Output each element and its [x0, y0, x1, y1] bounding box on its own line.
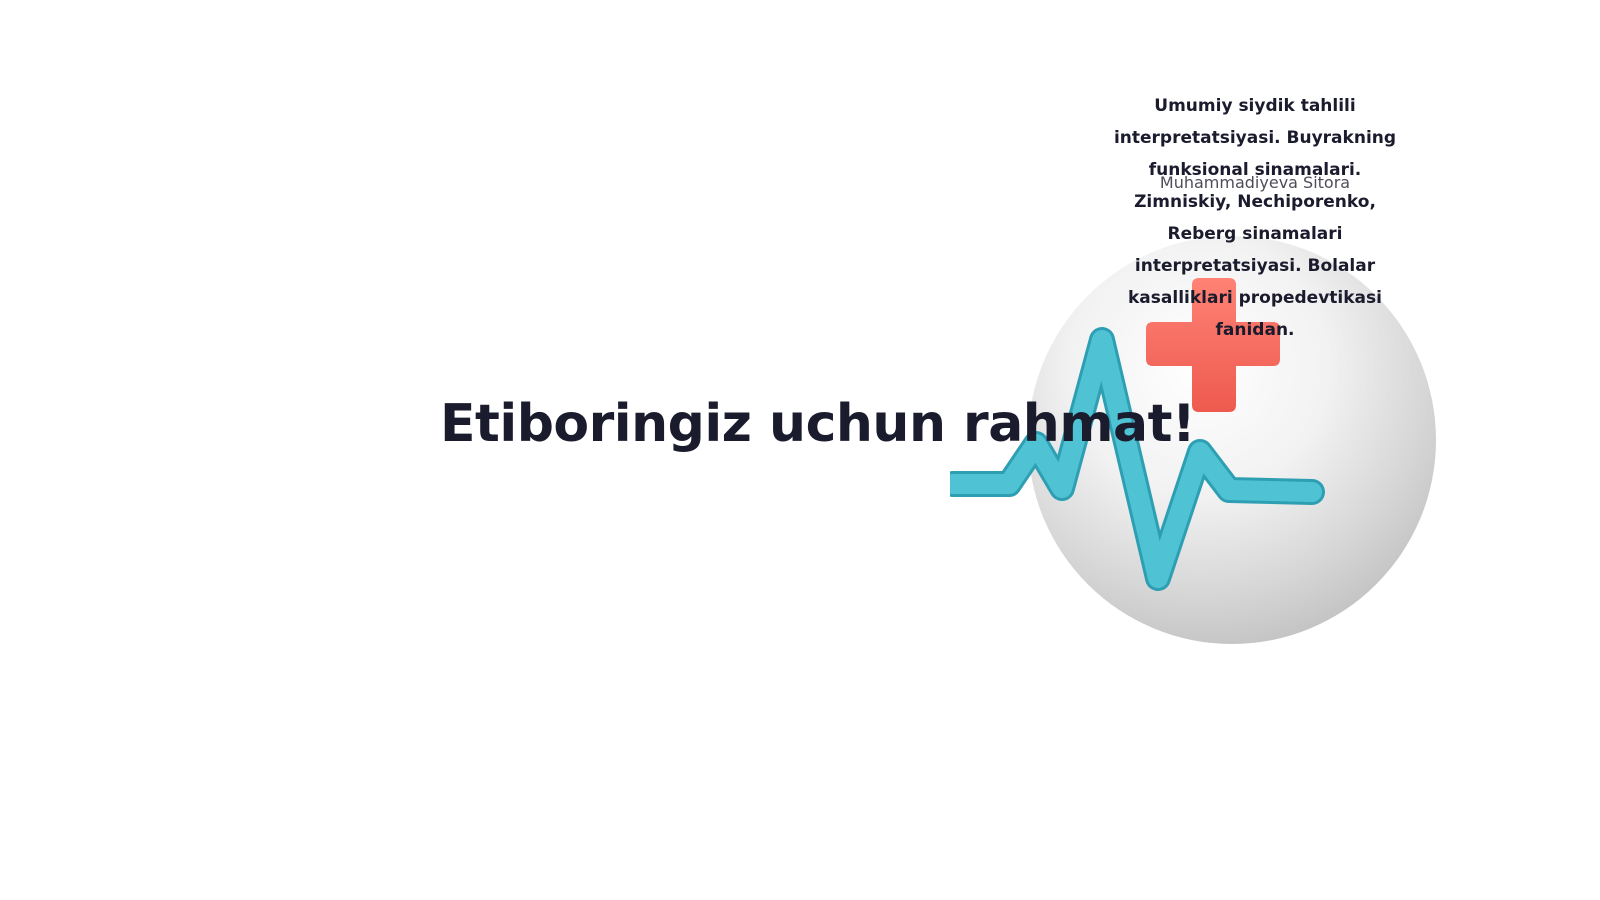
presentation-subtitle: Umumiy siydik tahlili interpretatsiyasi.…: [1113, 96, 1397, 340]
medical-cross-icon: [1146, 278, 1280, 412]
author-name: Muhammadiyeva Sitora: [1159, 173, 1351, 192]
heartbeat-line-icon: [950, 327, 1325, 591]
page-title: Etiboringiz uchun rahmat!: [440, 394, 1196, 454]
sphere-shape: [1028, 236, 1436, 644]
medical-illustration-graphic: [950, 236, 1436, 644]
medical-illustration: [950, 230, 1470, 670]
